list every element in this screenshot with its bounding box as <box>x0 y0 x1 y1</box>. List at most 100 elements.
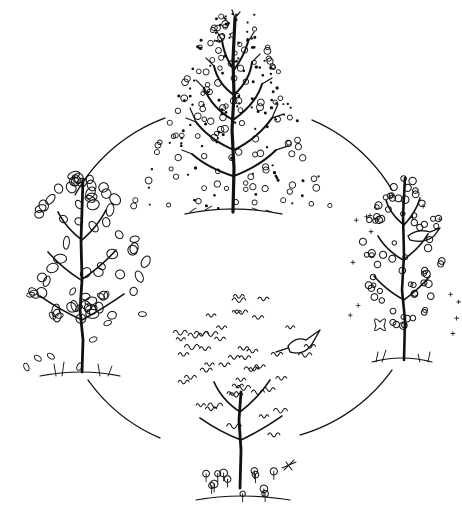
foliage-curl <box>239 356 250 360</box>
snowflake <box>311 176 317 182</box>
foliage-curl <box>252 316 263 320</box>
snowflake <box>189 124 191 126</box>
petal-sparkle <box>451 332 455 336</box>
snowflake <box>276 86 279 89</box>
snowflake <box>219 55 224 60</box>
leaf <box>114 229 125 240</box>
snowflake <box>216 48 222 54</box>
snowflake <box>287 189 292 194</box>
leaf <box>97 181 110 194</box>
snowflake <box>200 39 203 42</box>
petal-sparkle <box>455 316 459 320</box>
snowflake <box>270 99 273 102</box>
snowflake <box>175 154 181 160</box>
snowflake <box>270 106 273 109</box>
snowflake <box>282 103 284 105</box>
snowflake <box>195 113 202 120</box>
arc-winter-to-spring <box>312 120 392 190</box>
hummingbird-icon <box>276 330 320 353</box>
snowflake <box>199 101 204 106</box>
foliage-curl <box>259 415 269 418</box>
snowflake <box>270 73 272 75</box>
blossom <box>367 217 372 222</box>
snowflake <box>244 187 248 191</box>
blossoming-tree-icon <box>348 176 460 362</box>
snowflake <box>197 69 202 74</box>
snowflake <box>266 146 268 148</box>
snowflake <box>177 95 180 98</box>
leaf <box>102 217 111 228</box>
snowflake <box>209 65 211 67</box>
snowflake <box>201 91 205 95</box>
blossom <box>428 293 435 300</box>
snowflake <box>300 155 306 161</box>
falling-leaf <box>33 354 42 363</box>
falling-leaf <box>103 319 112 326</box>
snowflake <box>194 166 197 169</box>
leaf <box>129 235 139 243</box>
foliage-curl <box>217 326 227 329</box>
trunk <box>232 18 235 212</box>
snowflake <box>207 91 209 93</box>
snowflake <box>236 105 238 107</box>
blossom <box>410 315 416 321</box>
foliage-curl <box>236 378 246 381</box>
snowflake <box>301 194 304 197</box>
snowflake <box>291 202 293 204</box>
snowflake <box>221 72 224 75</box>
snowflake <box>133 198 138 203</box>
snowflake <box>218 99 221 102</box>
snowflake <box>276 70 280 74</box>
blossom <box>371 294 378 301</box>
blossom <box>424 244 431 251</box>
leaf <box>107 310 118 320</box>
snowflake <box>208 118 214 124</box>
snowflake <box>210 58 215 63</box>
leaf <box>44 193 57 207</box>
snowflake <box>214 40 216 42</box>
blossom <box>409 177 416 184</box>
foliage-curl <box>247 349 258 353</box>
falling-leaf <box>89 336 98 343</box>
leaf <box>107 192 122 207</box>
snowflake <box>290 107 292 109</box>
snowflake <box>313 184 320 191</box>
foliage-curl <box>200 347 211 351</box>
snowflake <box>252 27 256 31</box>
leaf <box>129 242 140 255</box>
snowflake <box>174 174 179 179</box>
snowflake <box>225 111 228 114</box>
snowflake <box>169 142 171 144</box>
blossom <box>419 200 425 206</box>
snowflake <box>253 14 255 16</box>
snowflake <box>196 199 201 204</box>
snowflake <box>225 23 228 26</box>
snowflake <box>224 18 226 20</box>
snowflake <box>225 15 227 17</box>
foliage-curl <box>205 407 216 411</box>
snowflake <box>229 33 231 35</box>
snowflake <box>201 145 203 147</box>
snowflake <box>289 182 295 188</box>
snowflake <box>217 137 219 139</box>
snowflake <box>187 174 189 176</box>
snowflake <box>154 150 159 155</box>
snowflake <box>206 82 210 86</box>
snowflake <box>250 184 256 190</box>
fruiting-tree-icon <box>173 295 320 502</box>
snowflake <box>203 69 209 75</box>
snowflake <box>252 200 257 205</box>
snowflake <box>215 17 218 20</box>
snowflake <box>295 144 301 150</box>
snowflake <box>202 186 207 191</box>
snowflake <box>257 104 264 111</box>
foliage-curl <box>173 330 187 335</box>
snowflake <box>255 65 258 68</box>
petal-sparkle <box>348 313 352 317</box>
foliage-curl <box>299 353 312 357</box>
snowflake <box>264 48 271 55</box>
snowflake <box>262 186 268 192</box>
snowflake <box>289 151 295 157</box>
snowflake <box>182 129 185 132</box>
